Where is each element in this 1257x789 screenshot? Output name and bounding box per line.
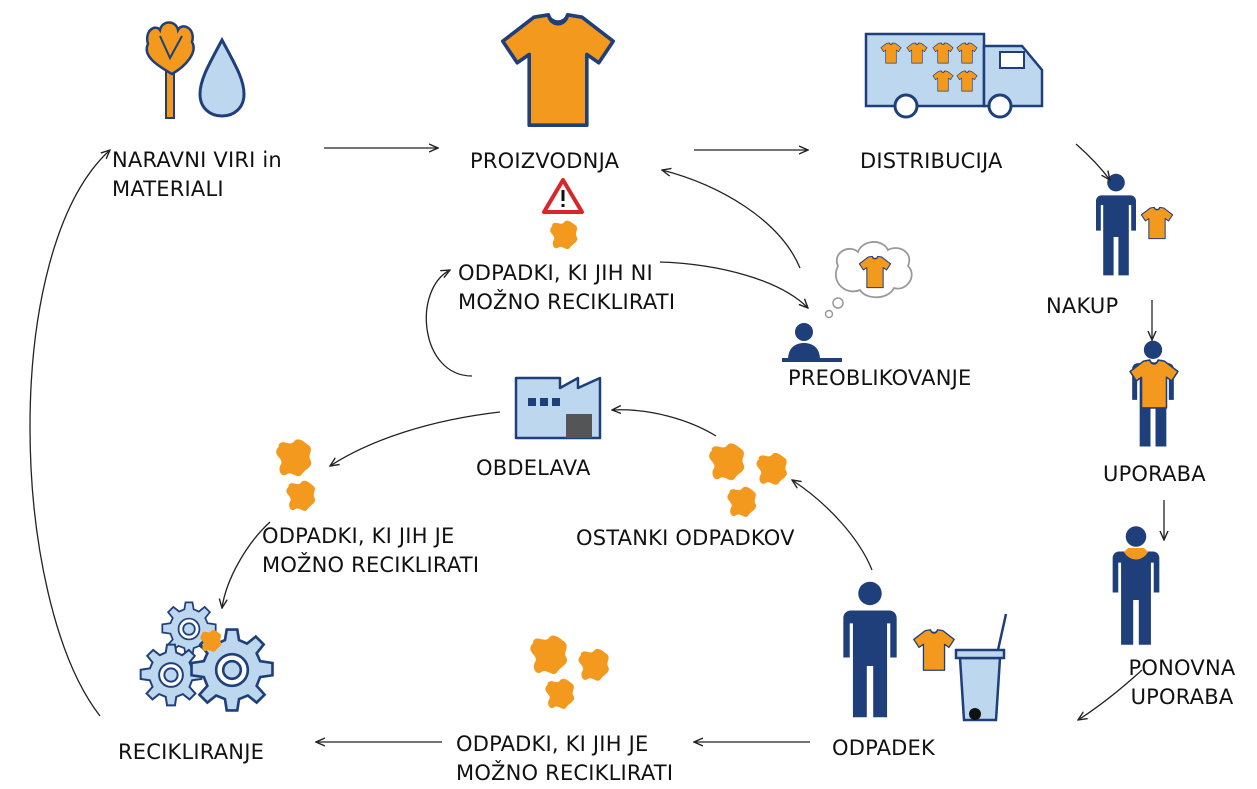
person-icon xyxy=(782,323,842,362)
label-reciklirati-bottom-line2: MOŽNO RECIKLIRATI xyxy=(456,761,674,785)
warning-icon xyxy=(542,178,584,214)
gears-icon xyxy=(139,601,274,712)
label-reciklirati-mid-line2: MOŽNO RECIKLIRATI xyxy=(262,553,480,577)
label-reciklirati-mid-line1: ODPADKI, KI JIH JE xyxy=(262,524,455,548)
label-naravni-viri: NARAVNI VIRI in MATERIALI xyxy=(112,146,282,204)
label-ostanki: OSTANKI ODPADKOV xyxy=(576,526,795,550)
thought-bubble-icon xyxy=(824,241,913,319)
fabric-scrap-icon xyxy=(727,486,757,517)
label-ponovna-line2: UPORABA xyxy=(1130,685,1234,709)
cotton-plant-icon xyxy=(145,21,195,119)
label-nereciklirati-line2: MOŽNO RECIKLIRATI xyxy=(458,290,676,314)
label-recikliranje: RECIKLIRANJE xyxy=(118,740,265,764)
fabric-scrap-icon xyxy=(550,220,578,250)
fabric-scrap-icon xyxy=(276,439,312,477)
label-ponovna-uporaba: PONOVNA UPORABA xyxy=(1114,654,1250,712)
fabric-scrap-icon xyxy=(286,480,316,511)
label-reciklirati-bottom-line1: ODPADKI, KI JIH JE xyxy=(456,732,649,756)
label-naravni-line1: NARAVNI VIRI in xyxy=(112,148,282,172)
person-icon xyxy=(843,581,897,718)
truck-icon xyxy=(864,32,1044,119)
label-nereciklirati: ODPADKI, KI JIH NI MOŽNO RECIKLIRATI xyxy=(458,259,675,317)
fabric-scrap-icon xyxy=(709,443,745,481)
factory-icon xyxy=(514,376,602,440)
label-ponovna-line1: PONOVNA xyxy=(1128,656,1236,680)
tshirt-icon xyxy=(500,13,616,127)
label-reciklirati-mid: ODPADKI, KI JIH JE MOŽNO RECIKLIRATI xyxy=(262,522,479,580)
label-obdelava: OBDELAVA xyxy=(476,456,591,480)
label-nakup: NAKUP xyxy=(1046,294,1119,318)
label-reciklirati-bottom: ODPADKI, KI JIH JE MOŽNO RECIKLIRATI xyxy=(456,730,673,788)
label-uporaba: UPORABA xyxy=(1103,462,1206,486)
label-nereciklirati-line1: ODPADKI, KI JIH NI xyxy=(458,261,653,285)
fabric-scrap-icon xyxy=(578,648,609,681)
fabric-scrap-icon xyxy=(530,635,568,675)
fabric-scrap-icon xyxy=(545,678,575,709)
label-odpadek: ODPADEK xyxy=(832,736,935,760)
label-naravni-line2: MATERIALI xyxy=(112,177,224,201)
label-preoblikovanje: PREOBLIKOVANJE xyxy=(788,366,972,390)
label-proizvodnja: PROIZVODNJA xyxy=(470,149,620,173)
person-icon xyxy=(1096,173,1136,276)
trash-bin-icon xyxy=(954,613,1008,722)
flow-arrows xyxy=(29,144,1164,742)
water-drop-icon xyxy=(198,36,246,118)
person-icon xyxy=(1112,526,1160,645)
fabric-scrap-icon xyxy=(756,452,787,485)
label-distribucija: DISTRIBUCIJA xyxy=(860,149,1003,173)
